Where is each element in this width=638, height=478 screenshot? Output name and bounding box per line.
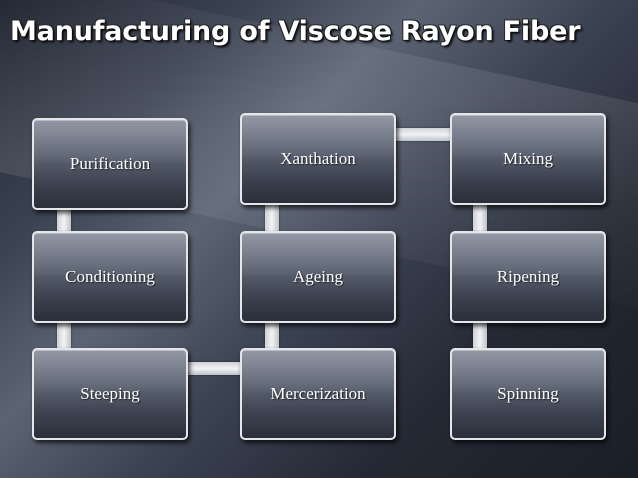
step-ageing: Ageing <box>240 231 396 323</box>
connector-conditioning-steeping <box>57 322 71 350</box>
step-xanthation: Xanthation <box>240 113 396 205</box>
step-label: Purification <box>69 154 151 173</box>
step-label: Mercerization <box>270 384 366 403</box>
step-purification: Purification <box>32 118 188 210</box>
step-label: Ageing <box>292 267 344 286</box>
connector-mercerization-ageing <box>265 322 279 350</box>
step-conditioning: Conditioning <box>32 231 188 323</box>
step-label: Mixing <box>502 149 554 168</box>
step-label: Spinning <box>497 384 559 403</box>
step-mercerization: Mercerization <box>240 348 396 440</box>
step-label: Conditioning <box>65 267 155 286</box>
step-label: Steeping <box>80 384 140 403</box>
step-mixing: Mixing <box>450 113 606 205</box>
step-steeping: Steeping <box>32 348 188 440</box>
step-label: Xanthation <box>280 149 356 168</box>
connector-mixing-ripening <box>473 203 487 233</box>
connector-xanthation-mixing <box>394 128 452 141</box>
slide-title: Manufacturing of Viscose Rayon Fiber <box>10 16 581 47</box>
connector-ripening-spinning <box>473 322 487 350</box>
connector-steeping-mercerization <box>186 362 242 375</box>
step-label: Ripening <box>496 267 560 286</box>
connector-ageing-xanthation <box>265 205 279 233</box>
step-spinning: Spinning <box>450 348 606 440</box>
step-ripening: Ripening <box>450 231 606 323</box>
connector-purification-conditioning <box>57 208 71 233</box>
